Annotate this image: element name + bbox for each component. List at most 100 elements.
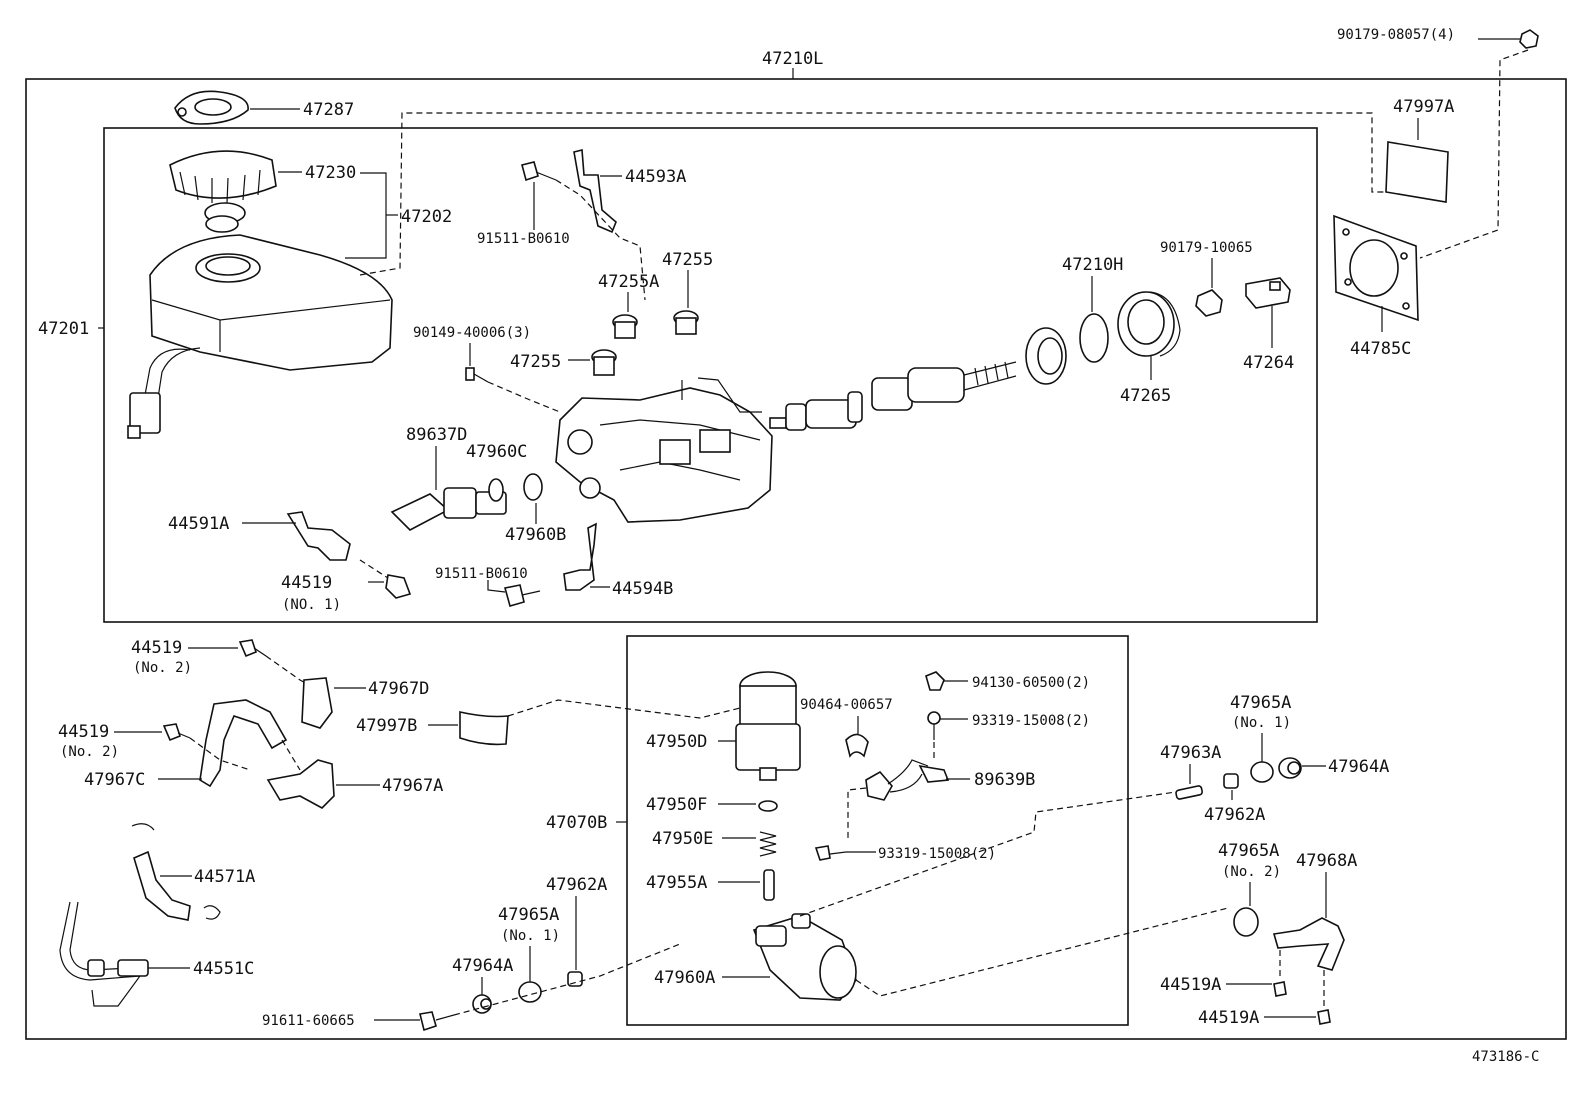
part-44593A-bracket bbox=[573, 148, 617, 234]
part-47967D-bracket bbox=[301, 677, 333, 729]
label-47960B: 47960B bbox=[505, 525, 566, 545]
part-47997A-label bbox=[1385, 141, 1449, 203]
label-44593A: 44593A bbox=[625, 167, 686, 187]
master-cylinder-frame bbox=[103, 127, 1318, 623]
label-91511-top: 91511-B0610 bbox=[477, 231, 570, 247]
part-47950E-spring bbox=[759, 831, 777, 857]
label-47960A: 47960A bbox=[654, 968, 715, 988]
label-44519-no1-sub: (NO. 1) bbox=[282, 597, 341, 613]
label-44519-no1: 44519 bbox=[281, 573, 332, 593]
label-44785C: 44785C bbox=[1350, 339, 1411, 359]
part-44571A-hose bbox=[133, 850, 191, 921]
label-44519A-b: 44519A bbox=[1198, 1008, 1259, 1028]
part-47967A-bracket bbox=[266, 759, 335, 809]
label-47967A: 47967A bbox=[382, 776, 443, 796]
label-47968A: 47968A bbox=[1296, 851, 1357, 871]
label-93319-b: 93319-15008(2) bbox=[878, 846, 996, 862]
part-47968A-bracket bbox=[1272, 917, 1345, 971]
label-47950E: 47950E bbox=[652, 829, 713, 849]
label-47997A: 47997A bbox=[1393, 97, 1454, 117]
part-94130-nut bbox=[925, 671, 945, 691]
part-47255-plug-left bbox=[591, 349, 617, 376]
part-47950D-accumulator bbox=[735, 671, 801, 781]
part-44519A-bolt-b bbox=[1317, 970, 1331, 1025]
label-47202: 47202 bbox=[401, 207, 452, 227]
label-47255A: 47255A bbox=[598, 272, 659, 292]
part-47960A-pump-motor bbox=[752, 913, 857, 1001]
part-47965A-r1-mount bbox=[1250, 761, 1274, 783]
label-47287: 47287 bbox=[303, 100, 354, 120]
part-47255-plug-right bbox=[673, 310, 699, 335]
part-44594B-bracket bbox=[563, 522, 597, 591]
part-47964A-right-bushing bbox=[1278, 757, 1302, 779]
part-91511-bolt-bottom bbox=[503, 584, 541, 607]
part-47950F-ring bbox=[758, 800, 778, 812]
part-piston-assembly bbox=[769, 361, 1017, 431]
label-47210H: 47210H bbox=[1062, 255, 1123, 275]
part-47201-reservoir bbox=[127, 234, 393, 439]
label-47960C: 47960C bbox=[466, 442, 527, 462]
part-44519-bolt-no2b bbox=[162, 723, 191, 742]
part-47960C-washer bbox=[488, 478, 504, 502]
label-47230: 47230 bbox=[305, 163, 356, 183]
label-94130: 94130-60500(2) bbox=[972, 675, 1090, 691]
part-89639B-sensor bbox=[865, 759, 950, 801]
part-47962A-right-collar bbox=[1223, 773, 1239, 789]
part-master-cylinder-body bbox=[555, 377, 773, 523]
label-44594B: 44594B bbox=[612, 579, 673, 599]
part-47265-boot bbox=[1117, 291, 1181, 357]
part-47997B-cushion bbox=[459, 710, 509, 746]
label-47264: 47264 bbox=[1243, 353, 1294, 373]
part-47264-clevis bbox=[1245, 277, 1291, 309]
part-47230-reservoir-cap bbox=[169, 150, 277, 233]
part-44785C-gasket bbox=[1333, 214, 1419, 322]
part-47962A-left-collar bbox=[567, 971, 583, 987]
label-44591A: 44591A bbox=[168, 514, 229, 534]
label-47070B: 47070B bbox=[546, 813, 607, 833]
label-44519-no2b: 44519 bbox=[58, 722, 109, 742]
part-47965A-r2-mount bbox=[1233, 907, 1259, 937]
diagram-id: 473186-C bbox=[1472, 1049, 1539, 1065]
part-47255A-plug bbox=[612, 314, 638, 339]
label-44519-no2a: 44519 bbox=[131, 638, 182, 658]
label-90149: 90149-40006(3) bbox=[413, 325, 531, 341]
pump-motor-frame bbox=[626, 635, 1129, 1026]
label-44571A: 44571A bbox=[194, 867, 255, 887]
label-90179-10065: 90179-10065 bbox=[1160, 240, 1253, 256]
label-47210L: 47210L bbox=[762, 49, 823, 69]
label-91611: 91611-60665 bbox=[262, 1013, 355, 1029]
part-47964A-left-bushing bbox=[472, 994, 492, 1014]
part-44519-bolt-no1 bbox=[359, 559, 412, 599]
part-90464-clamp bbox=[845, 733, 869, 758]
label-47997B: 47997B bbox=[356, 716, 417, 736]
label-47965A-r2: 47965A bbox=[1218, 841, 1279, 861]
label-47965A-r2-sub: (No. 2) bbox=[1222, 864, 1281, 880]
label-90179-08057: 90179-08057(4) bbox=[1337, 27, 1455, 43]
label-47950F: 47950F bbox=[646, 795, 707, 815]
part-44571A-clip-top bbox=[131, 823, 155, 831]
label-44519A-a: 44519A bbox=[1160, 975, 1221, 995]
part-47287-gasket bbox=[174, 90, 249, 125]
label-90464: 90464-00657 bbox=[800, 697, 893, 713]
label-47962A-left: 47962A bbox=[546, 875, 607, 895]
part-44591A-bracket bbox=[286, 511, 351, 561]
label-47962A-right: 47962A bbox=[1204, 805, 1265, 825]
part-44551C-hose bbox=[59, 901, 149, 1007]
label-91511-bottom: 91511-B0610 bbox=[435, 566, 528, 582]
label-47964A-right: 47964A bbox=[1328, 757, 1389, 777]
part-90149-screw bbox=[465, 367, 489, 383]
part-47967C-bracket bbox=[199, 699, 288, 788]
label-47964A-left: 47964A bbox=[452, 956, 513, 976]
label-47963A: 47963A bbox=[1160, 743, 1221, 763]
part-90179-10065-nut bbox=[1195, 289, 1223, 317]
part-47963A-pin bbox=[1175, 785, 1203, 800]
label-47950D: 47950D bbox=[646, 732, 707, 752]
part-47965A-left-mount bbox=[518, 981, 542, 1003]
outer-frame bbox=[25, 78, 1567, 1040]
label-47255-left: 47255 bbox=[510, 352, 561, 372]
label-93319-a: 93319-15008(2) bbox=[972, 713, 1090, 729]
part-93319-screw-a bbox=[927, 711, 941, 740]
part-44519-bolt-no2a bbox=[238, 639, 267, 658]
part-47960B-oring bbox=[523, 473, 543, 501]
